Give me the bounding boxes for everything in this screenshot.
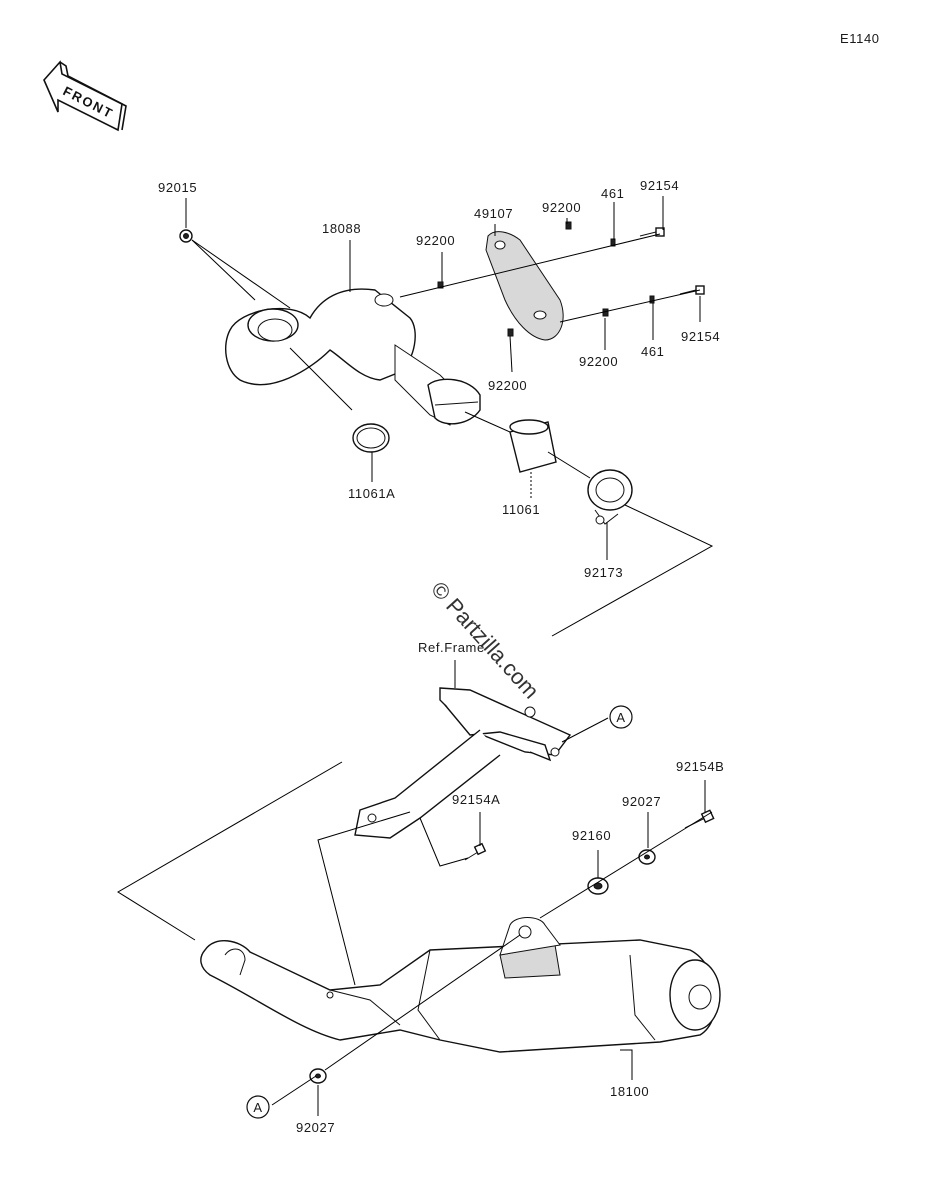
callout-92154-b: 92154 (681, 329, 720, 344)
clamp-92173-icon (587, 469, 633, 525)
lower-leader-lines (117, 717, 713, 1116)
frame-bracket (354, 687, 572, 839)
washer-92027-b-icon (309, 1068, 327, 1084)
bolt-92154A-icon (464, 842, 487, 861)
washer-461-b-icon (649, 295, 655, 304)
nut-92015-icon (179, 229, 193, 243)
callout-92200-b: 92200 (542, 200, 581, 215)
callout-11061: 11061 (502, 502, 540, 517)
marker-a-upper: A (609, 705, 633, 729)
marker-a-lower-label: A (253, 1100, 262, 1115)
callout-92200-d: 92200 (488, 378, 527, 393)
bolt-92154B-icon (684, 809, 715, 829)
callout-92200-a: 92200 (416, 233, 455, 248)
callout-18088: 18088 (322, 221, 361, 236)
gasket-sleeve-11061-icon (509, 419, 557, 473)
upper-leader-lines (185, 196, 714, 637)
callout-92154-a: 92154 (640, 178, 679, 193)
header-pipe-18088 (224, 288, 481, 426)
callout-92173: 92173 (584, 565, 623, 580)
bolt-92154-b-icon (679, 285, 705, 295)
callout-92154B: 92154B (676, 759, 724, 774)
collar-92200-b-icon (565, 221, 572, 230)
callout-92027-b: 92027 (296, 1120, 335, 1135)
collar-92200-d-icon (507, 328, 514, 337)
callout-92200-c: 92200 (579, 354, 618, 369)
callout-18100: 18100 (610, 1084, 649, 1099)
heat-guard-49107-icon (485, 231, 564, 341)
gasket-11061A-inner-icon (356, 427, 386, 449)
front-arrow-icon: FRONT (43, 60, 127, 132)
callout-92027-a: 92027 (622, 794, 661, 809)
diagram-code: E1140 (840, 31, 880, 46)
collar-92200-a-icon (437, 281, 444, 289)
callout-92154A: 92154A (452, 792, 500, 807)
callout-49107: 49107 (474, 206, 513, 221)
callout-92015: 92015 (158, 180, 197, 195)
ref-frame-label: Ref.Frame (418, 640, 485, 655)
marker-a-upper-label: A (616, 710, 625, 725)
collar-92160-icon (587, 877, 609, 895)
callout-11061A: 11061A (348, 486, 395, 501)
washer-461-a-icon (610, 238, 616, 247)
callout-461-b: 461 (641, 344, 665, 359)
callout-461-a: 461 (601, 186, 625, 201)
bolt-92154-a-icon (639, 227, 665, 237)
callout-92160: 92160 (572, 828, 611, 843)
muffler-18100 (200, 917, 721, 1053)
marker-a-lower: A (246, 1095, 270, 1119)
